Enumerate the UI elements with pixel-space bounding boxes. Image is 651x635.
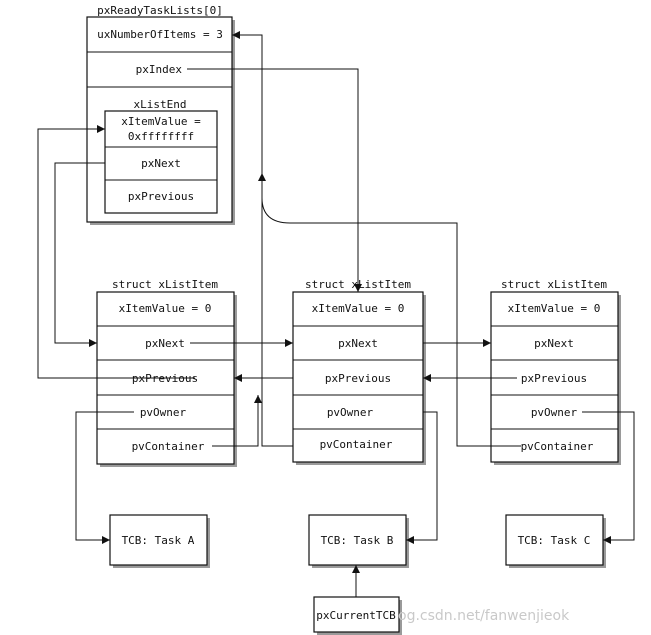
list-end-previous: pxPrevious	[128, 190, 194, 203]
list-item-container: pvContainer	[132, 440, 205, 453]
current-tcb: pxCurrentTCB	[313, 596, 402, 635]
list-item-owner: pvOwner	[531, 406, 578, 419]
tcb-box	[308, 514, 407, 566]
list-item-previous: pxPrevious	[521, 372, 587, 385]
itema-container-pointer	[212, 395, 262, 447]
current-tcb-label: pxCurrentTCB	[316, 609, 396, 622]
list-item-c: struct xListItem xItemValue = 0 pxNext p…	[490, 278, 621, 465]
list-item-value: xItemValue = 0	[508, 302, 601, 315]
tcb-task-b: TCB: Task B	[308, 514, 409, 568]
list-item-container: pvContainer	[320, 438, 393, 451]
list-item-previous: pxPrevious	[325, 372, 391, 385]
ready-list-count-field: uxNumberOfItems = 3	[97, 28, 223, 41]
list-item-b: struct xListItem xItemValue = 0 pxNext p…	[292, 278, 426, 465]
itema-owner-pointer	[75, 411, 134, 544]
ready-list-index-field: pxIndex	[136, 63, 183, 76]
connectors	[37, 31, 635, 597]
list-item-title: struct xListItem	[501, 278, 607, 291]
list-end-item-value-line1: xItemValue =	[121, 115, 201, 128]
list-item-container: pvContainer	[521, 440, 594, 453]
list-item-box	[292, 291, 424, 463]
list-item-a: struct xListItem xItemValue = 0 pxNext p…	[96, 278, 237, 467]
itemb-owner-pointer	[406, 411, 438, 544]
tcb-task-a: TCB: Task A	[109, 514, 210, 568]
pxindex-pointer	[187, 68, 362, 292]
tcb-box	[505, 514, 604, 566]
list-item-owner: pvOwner	[327, 406, 374, 419]
list-item-owner: pvOwner	[140, 406, 187, 419]
itemc-owner-pointer	[582, 411, 635, 544]
list-item-value: xItemValue = 0	[119, 302, 212, 315]
watermark: og.csdn.net/fanwenjieok	[398, 608, 570, 624]
current-tcb-box	[313, 596, 400, 633]
ready-task-list: pxReadyTaskLists[0] uxNumberOfItems = 3 …	[86, 4, 235, 225]
list-item-box	[490, 291, 619, 463]
tcb-label: TCB: Task C	[518, 534, 591, 547]
tcb-label: TCB: Task A	[122, 534, 195, 547]
list-end-title: xListEnd	[134, 98, 187, 111]
list-item-next: pxNext	[534, 337, 574, 350]
list-end-next: pxNext	[141, 157, 181, 170]
list-end-box	[104, 110, 218, 214]
tcb-task-c: TCB: Task C	[505, 514, 606, 568]
ready-list-title: pxReadyTaskLists[0]	[97, 4, 223, 17]
listend-next-pointer	[54, 162, 105, 347]
list-item-next: pxNext	[338, 337, 378, 350]
itema-previous-pointer	[37, 125, 195, 379]
list-end-item-value-line2: 0xffffffff	[128, 130, 194, 143]
itemc-container-pointer	[258, 173, 521, 447]
tcb-label: TCB: Task B	[321, 534, 394, 547]
list-item-next: pxNext	[145, 337, 185, 350]
itemb-container-pointer	[232, 31, 293, 447]
list-item-value: xItemValue = 0	[312, 302, 405, 315]
list-item-title: struct xListItem	[112, 278, 218, 291]
tcb-box	[109, 514, 208, 566]
